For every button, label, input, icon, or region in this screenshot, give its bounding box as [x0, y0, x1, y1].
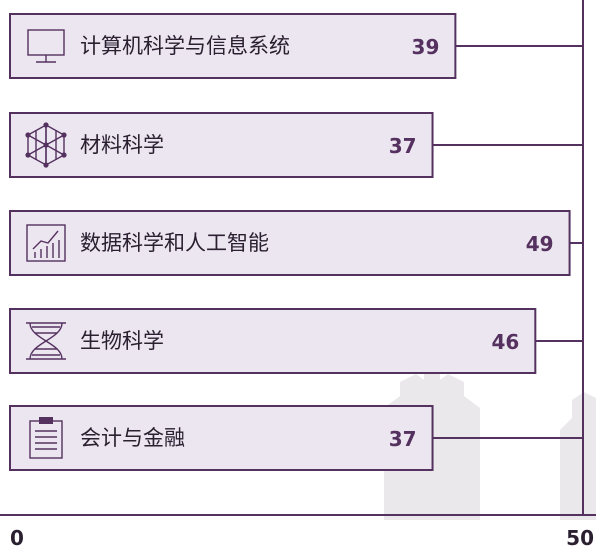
bar-value-label: 39	[412, 35, 440, 59]
bar-value-label: 46	[491, 330, 519, 354]
bar-category-label: 数据科学和人工智能	[80, 231, 269, 255]
bar	[9, 13, 457, 79]
x-tick-label: 0	[10, 526, 24, 549]
bar	[9, 210, 571, 276]
bar-value-label: 49	[526, 232, 554, 256]
dna-helix-icon	[26, 322, 66, 360]
monitor-icon	[27, 29, 65, 63]
clipboard-icon	[29, 417, 63, 459]
bar-value-label: 37	[389, 134, 417, 158]
bar-category-label: 生物科学	[80, 329, 164, 353]
bar	[9, 112, 434, 178]
bar-group: 计算机科学与信息系统 39	[9, 13, 583, 79]
bar	[9, 405, 434, 471]
x-tick-label: 50	[566, 526, 594, 549]
bar-category-label: 会计与金融	[80, 426, 185, 450]
bar-category-label: 材料科学	[80, 133, 164, 157]
bar-value-label: 37	[389, 427, 417, 451]
bar-group: 会计与金融 37	[9, 405, 583, 471]
growth-chart-icon	[26, 224, 66, 262]
bar	[9, 308, 537, 374]
bar-group: 生物科学 46	[9, 308, 583, 374]
crystal-lattice-icon	[25, 122, 67, 168]
bar-group: 材料科学 37	[9, 112, 583, 178]
bar-category-label: 计算机科学与信息系统	[80, 34, 290, 58]
bar-group: 数据科学和人工智能 49	[9, 210, 583, 276]
